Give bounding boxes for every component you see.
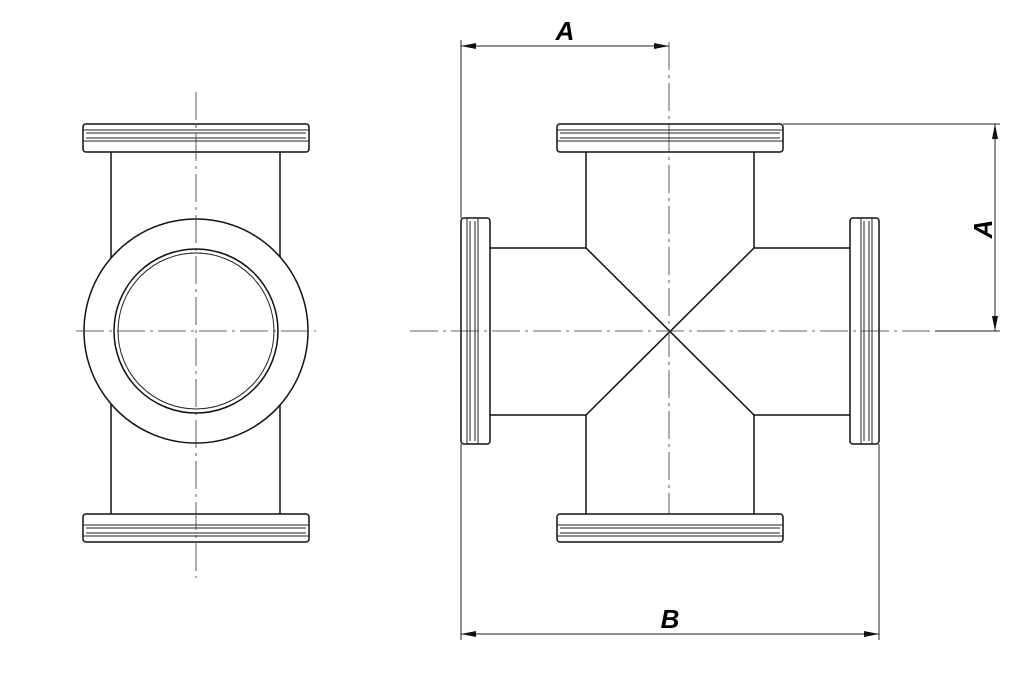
front-view xyxy=(410,42,998,543)
side-view xyxy=(76,92,316,578)
cross-body-outline xyxy=(490,152,850,514)
dimension-right-a: A xyxy=(783,123,1000,332)
cross-top-flange xyxy=(556,123,784,153)
dimension-label-top: A xyxy=(555,16,575,46)
dimension-bottom-b: B xyxy=(460,444,880,640)
cross-bottom-flange xyxy=(556,513,784,543)
cross-intersection-line-b xyxy=(585,247,755,416)
dimension-label-bottom: B xyxy=(661,604,680,634)
dimension-label-right: A xyxy=(968,220,998,240)
dimension-top-a: A xyxy=(460,16,669,218)
